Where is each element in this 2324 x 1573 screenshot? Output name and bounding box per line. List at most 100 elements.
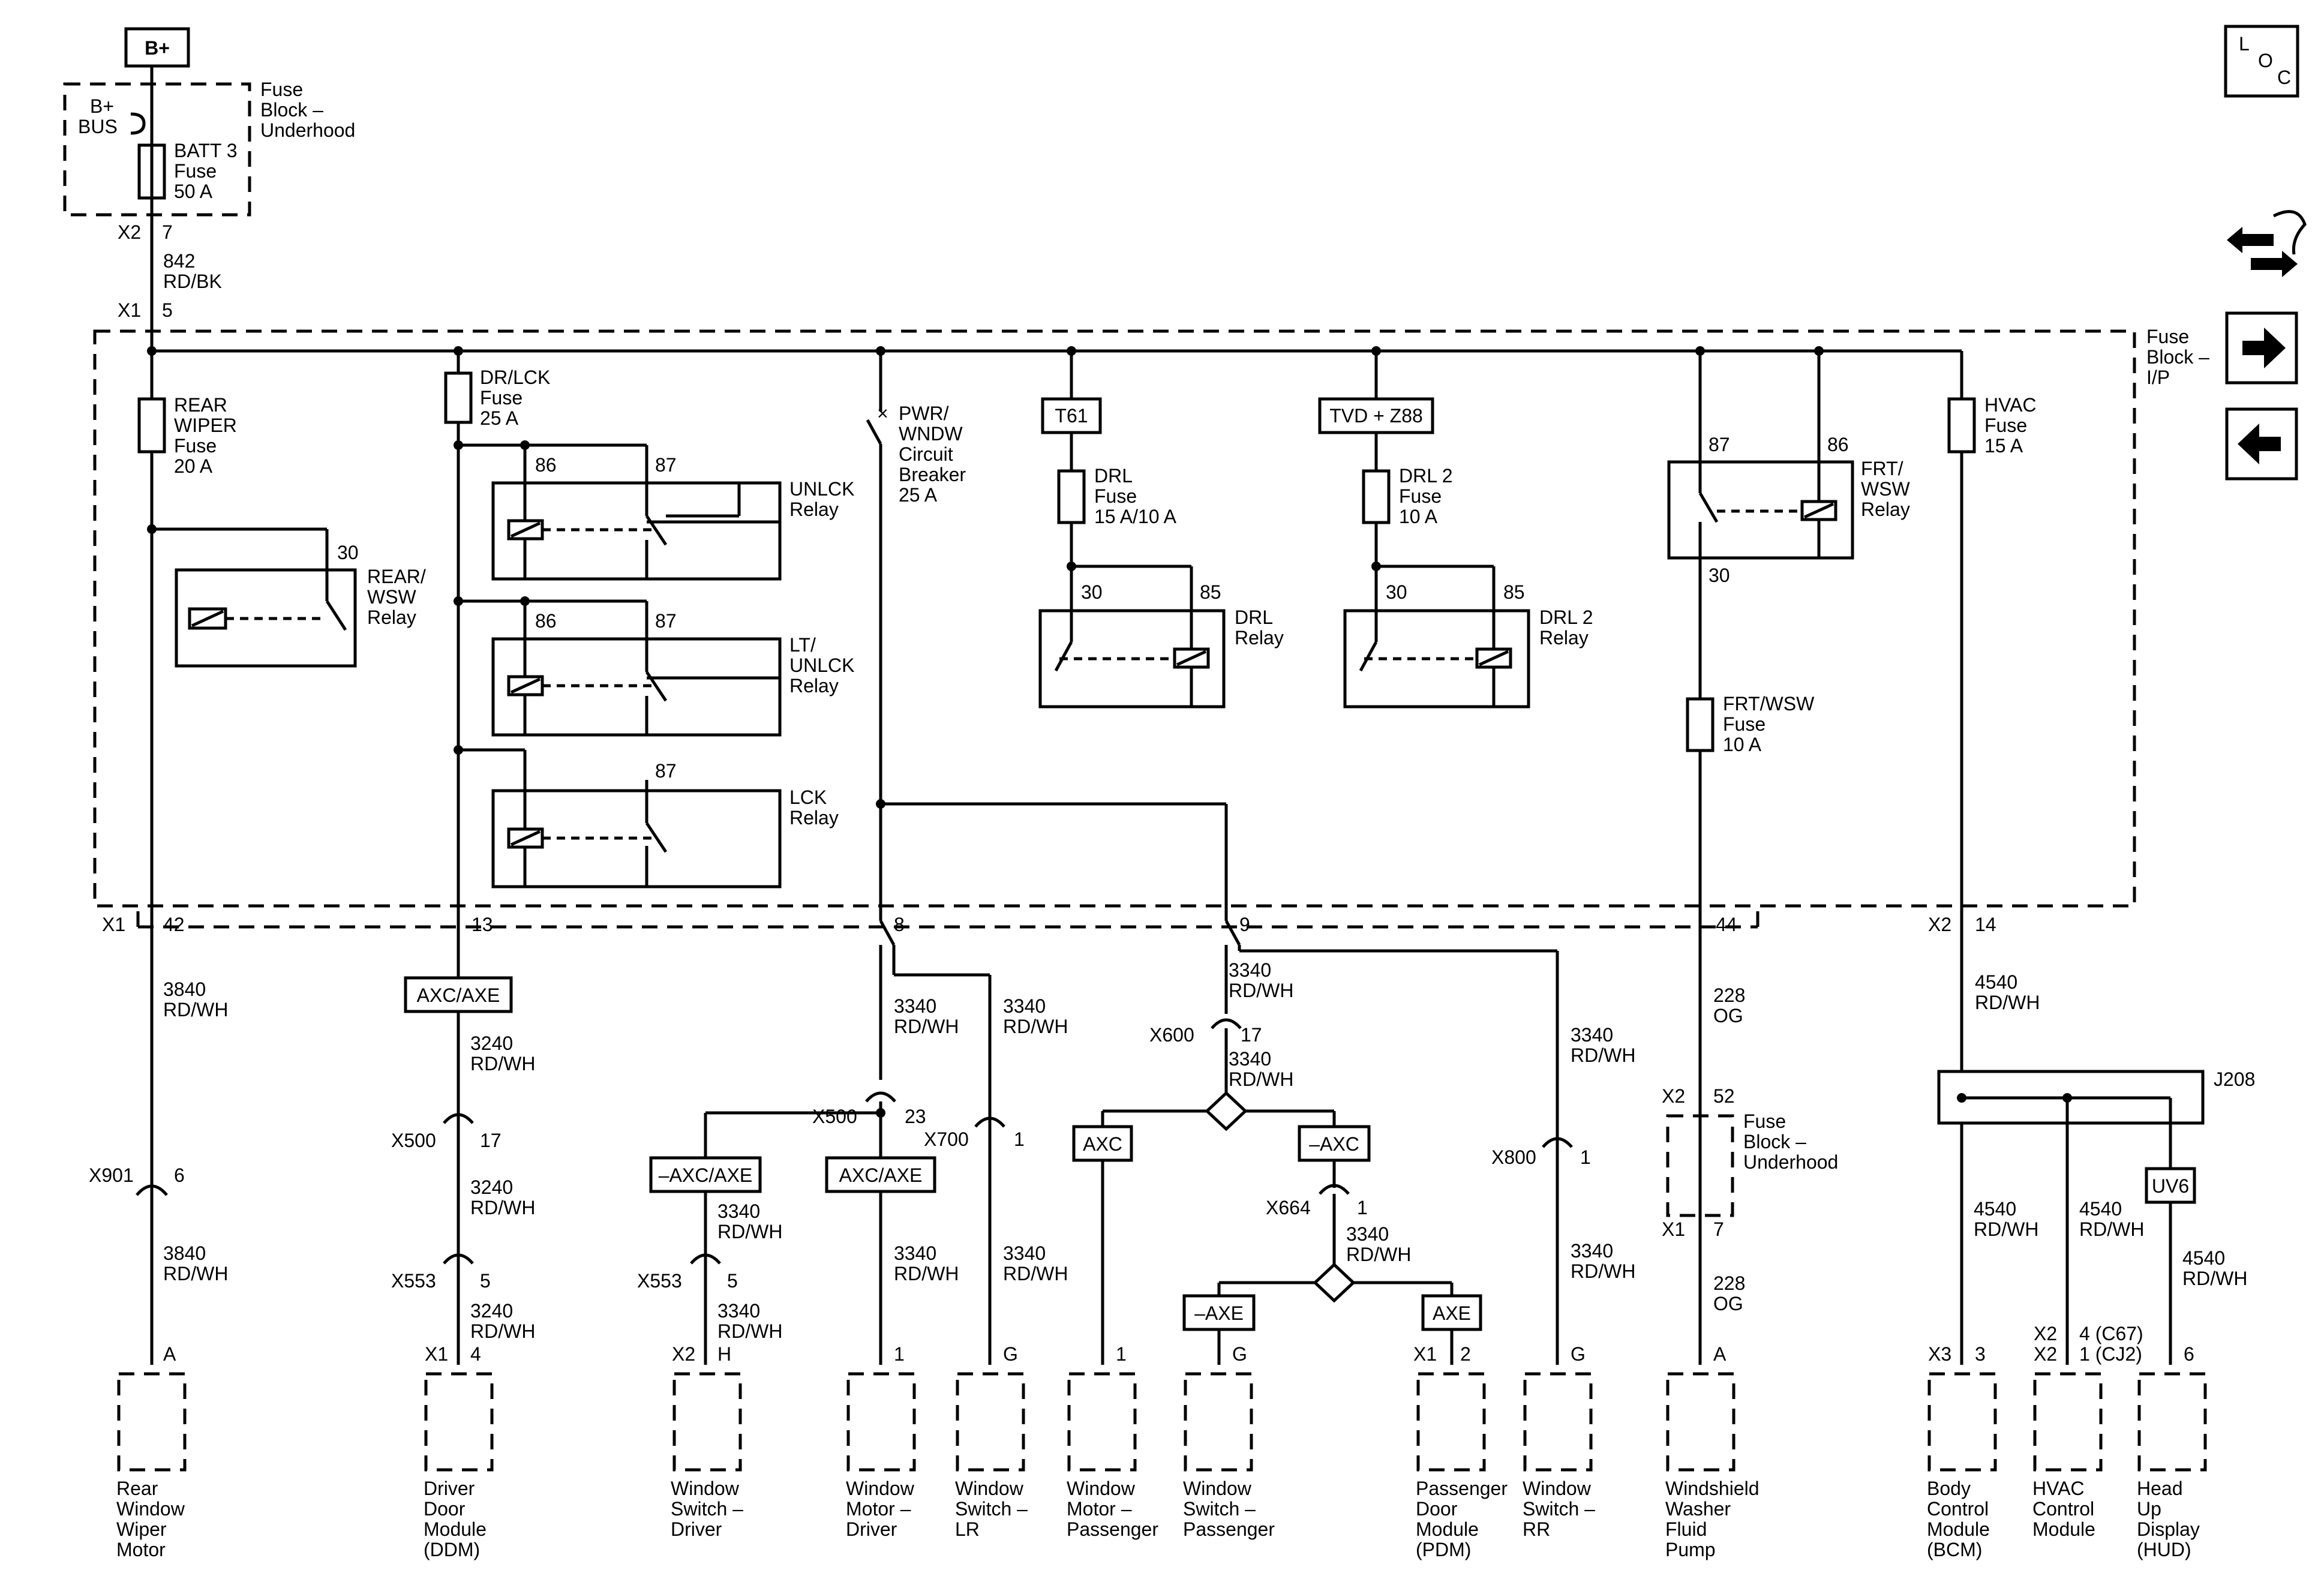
svg-text:4 (C67): 4 (C67) (2079, 1323, 2143, 1344)
svg-text:Switch –: Switch – (1523, 1498, 1595, 1520)
svg-text:7: 7 (162, 221, 173, 243)
svg-text:30: 30 (337, 542, 359, 563)
svg-text:25 A: 25 A (899, 484, 938, 506)
svg-text:H: H (717, 1343, 731, 1365)
not-axe-option-box (1182, 1294, 1256, 1331)
svg-text:–AXC/AXE: –AXC/AXE (659, 1164, 753, 1186)
svg-text:RD/WH: RD/WH (1003, 1016, 1068, 1037)
svg-text:AXC/AXE: AXC/AXE (839, 1164, 923, 1186)
window-switch-lr-label: Window (955, 1478, 1024, 1499)
bplus-label: B+ (145, 37, 170, 59)
svg-text:23: 23 (905, 1106, 926, 1127)
harness-routing-icon[interactable] (2227, 210, 2307, 277)
svg-text:Block –: Block – (2146, 346, 2209, 368)
svg-text:86: 86 (535, 610, 557, 632)
svg-text:3: 3 (1975, 1343, 1986, 1365)
svg-text:Fluid: Fluid (1665, 1518, 1707, 1540)
svg-text:A: A (1713, 1343, 1727, 1365)
svg-text:4540: 4540 (2182, 1247, 2225, 1269)
svg-text:15 A: 15 A (1984, 435, 2023, 457)
svg-text:Up: Up (2137, 1498, 2161, 1520)
svg-text:1: 1 (1357, 1197, 1368, 1218)
svg-text:WSW: WSW (1861, 478, 1911, 500)
svg-text:3340: 3340 (1003, 995, 1046, 1017)
svg-text:10 A: 10 A (1723, 734, 1762, 755)
svg-text:X901: X901 (89, 1164, 134, 1186)
svg-text:X2: X2 (2034, 1323, 2057, 1344)
svg-text:UV6: UV6 (2152, 1175, 2189, 1197)
svg-text:RD/WH: RD/WH (163, 999, 228, 1020)
svg-text:(BCM): (BCM) (1927, 1539, 1982, 1560)
location-icon[interactable]: L O C (2224, 25, 2299, 98)
svg-text:Breaker: Breaker (899, 464, 966, 485)
connector-x600-icon (1211, 1018, 1242, 1029)
svg-text:B+: B+ (90, 95, 114, 117)
svg-text:15 A/10 A: 15 A/10 A (1094, 506, 1177, 527)
svg-text:O: O (2258, 50, 2273, 71)
svg-text:UNLCK: UNLCK (789, 655, 854, 676)
svg-text:5: 5 (162, 299, 173, 321)
drl-fuse (1057, 469, 1086, 524)
svg-text:3240: 3240 (470, 1300, 513, 1322)
svg-text:X3: X3 (1928, 1343, 1951, 1365)
svg-text:3240: 3240 (470, 1176, 513, 1198)
connector-x553-icon (690, 1253, 721, 1265)
rear-wiper-fuse-label: REAR (174, 394, 227, 416)
svg-text:228: 228 (1713, 1272, 1745, 1294)
svg-text:30: 30 (1709, 565, 1730, 586)
svg-text:Module: Module (1927, 1518, 1990, 1540)
connector-x700-icon (974, 1116, 1005, 1128)
svg-text:X1: X1 (1662, 1218, 1685, 1240)
frt-wsw-fuse (1686, 697, 1715, 752)
svg-text:RD/WH: RD/WH (894, 1263, 959, 1284)
svg-text:3340: 3340 (1229, 1048, 1271, 1070)
hvac-control-module-label: HVAC (2032, 1478, 2085, 1499)
connector-x500-icon (865, 1091, 896, 1103)
svg-text:Block –: Block – (260, 99, 323, 121)
svg-text:1: 1 (1580, 1146, 1591, 1168)
windshield-washer-fluid-pump-label: Windshield (1665, 1478, 1759, 1499)
dr-lck-fuse-label: DR/LCK (480, 367, 550, 388)
svg-text:3340: 3340 (1571, 1024, 1613, 1046)
svg-text:87: 87 (1709, 434, 1730, 455)
svg-text:WNDW: WNDW (899, 423, 963, 445)
svg-text:AXC/AXE: AXC/AXE (417, 984, 500, 1006)
svg-text:4: 4 (470, 1343, 481, 1365)
svg-text:RD/BK: RD/BK (163, 271, 222, 292)
window-switch-rr (1523, 1372, 1593, 1472)
svg-text:20 A: 20 A (174, 455, 213, 477)
next-page-arrow-icon[interactable] (2225, 311, 2298, 385)
svg-text:1: 1 (1116, 1343, 1127, 1365)
svg-text:(HUD): (HUD) (2137, 1539, 2191, 1560)
fuse-block-underhood-lower-label: Fuse (1743, 1110, 1786, 1132)
svg-text:228: 228 (1713, 984, 1745, 1006)
svg-text:RD/WH: RD/WH (1346, 1244, 1411, 1265)
svg-text:44: 44 (1716, 914, 1737, 935)
svg-text:7: 7 (1713, 1218, 1724, 1240)
svg-text:X2: X2 (118, 221, 141, 243)
drl2-relay-label: DRL 2 (1539, 607, 1593, 628)
svg-text:AXC: AXC (1083, 1133, 1122, 1155)
svg-text:1: 1 (1014, 1128, 1025, 1150)
svg-text:A: A (163, 1343, 176, 1365)
svg-text:X553: X553 (391, 1270, 436, 1292)
drl2-fuse-label: DRL 2 (1399, 465, 1453, 487)
svg-text:X2: X2 (672, 1343, 695, 1365)
previous-page-arrow-icon[interactable] (2225, 407, 2298, 481)
svg-text:Fuse: Fuse (1094, 485, 1137, 507)
svg-text:87: 87 (655, 610, 677, 632)
window-switch-passenger (1184, 1372, 1253, 1472)
svg-text:G: G (1571, 1343, 1586, 1365)
fuse-block-ip (93, 329, 2136, 908)
svg-text:13: 13 (472, 914, 493, 935)
passenger-door-module (1416, 1372, 1486, 1472)
window-switch-lr (956, 1372, 1025, 1472)
svg-text:X2: X2 (1928, 914, 1951, 935)
svg-text:Driver: Driver (671, 1518, 722, 1540)
svg-text:Relay: Relay (789, 499, 839, 520)
svg-text:42: 42 (163, 914, 185, 935)
svg-text:Module: Module (1416, 1518, 1479, 1540)
svg-text:5: 5 (480, 1270, 491, 1292)
svg-text:Relay: Relay (789, 675, 839, 697)
